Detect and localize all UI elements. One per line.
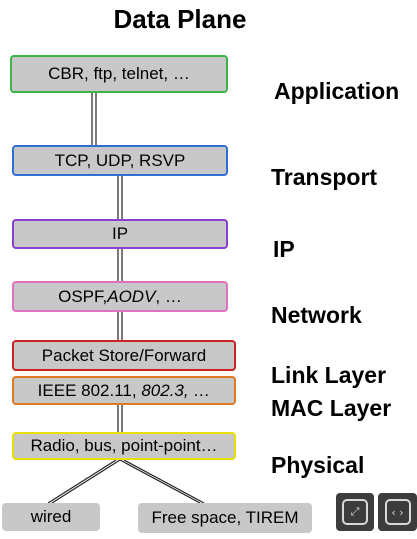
packet-store-box: Packet Store/Forward [12, 340, 236, 371]
transport-box: TCP, UDP, RSVP [12, 145, 228, 176]
layer-label-mac: MAC Layer [271, 395, 392, 421]
layer-label-ip: IP [273, 236, 295, 262]
layer-label-link: Link Layer [271, 362, 387, 388]
wired-box: wired [2, 503, 100, 531]
link-physical-freespace [119, 459, 201, 504]
network-box: OSPF, AODV, … [12, 281, 228, 312]
diagram-title: Data Plane [113, 4, 247, 34]
free-space-box: Free space, TIREM [138, 503, 312, 533]
fit-to-screen-button[interactable]: ⤢ [336, 493, 374, 531]
application-box: CBR, ftp, telnet, … [10, 55, 228, 93]
mac-box: IEEE 802.11, 802.3, … [12, 376, 236, 405]
layer-label-transport: Transport [271, 164, 378, 190]
prev-next-button[interactable]: ‹ › [378, 493, 417, 531]
layer-label-physical: Physical [271, 452, 365, 478]
link-physical-wired [47, 459, 117, 504]
fit-to-screen-icon: ⤢ [342, 499, 368, 525]
layer-label-network: Network [271, 302, 362, 328]
ip-box: IP [12, 219, 228, 249]
prev-next-icon: ‹ › [384, 499, 411, 525]
physical-box: Radio, bus, point-point… [12, 432, 236, 460]
layer-label-application: Application [274, 78, 400, 104]
